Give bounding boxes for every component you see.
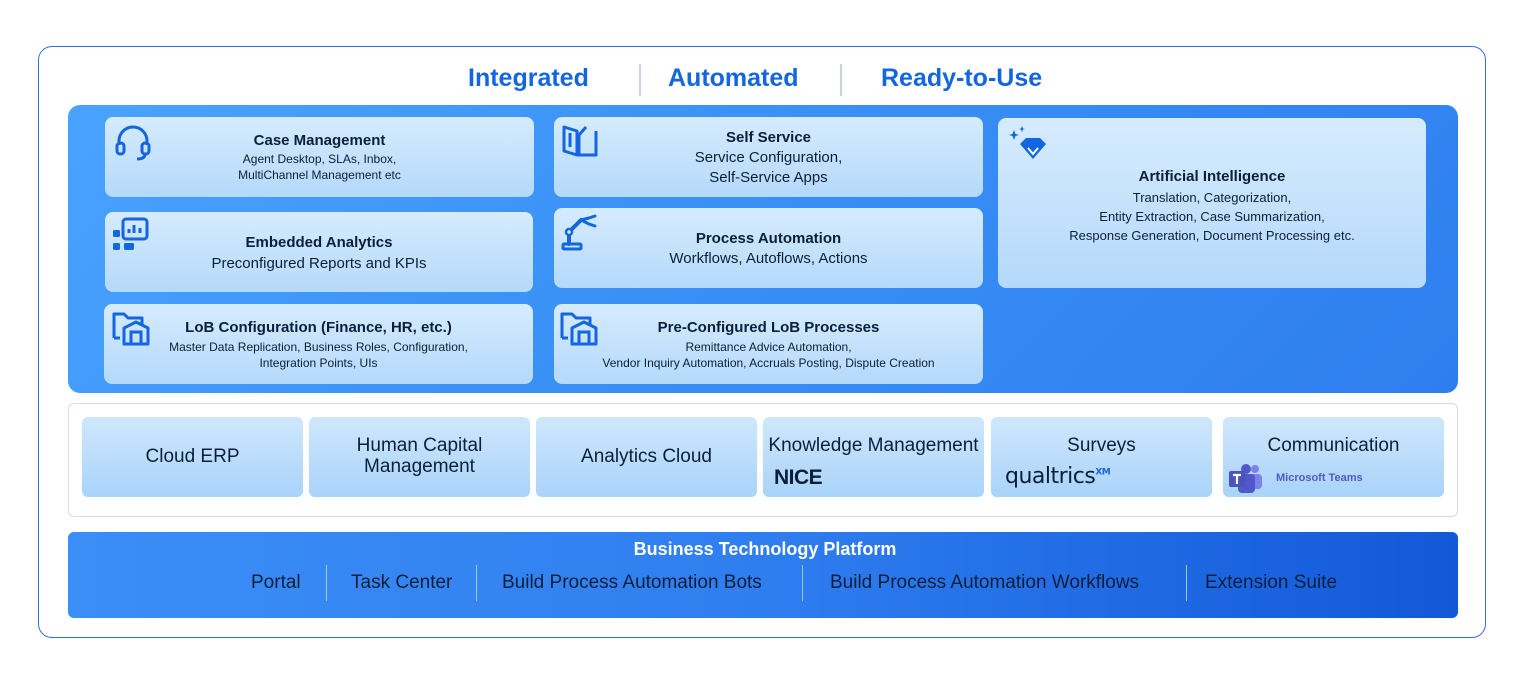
btp-divider (1186, 565, 1187, 601)
btp-item-portal[interactable]: Portal (251, 572, 301, 593)
header: Integrated Automated Ready-to-Use (0, 64, 1530, 100)
card-subtitle: Vendor Inquiry Automation, Accruals Post… (602, 356, 935, 370)
btp-item-task-center[interactable]: Task Center (351, 572, 453, 593)
microsoft-teams-icon (1229, 464, 1262, 493)
btp-divider (476, 565, 477, 601)
tile-communication[interactable]: Communication Microsoft Teams (1223, 417, 1444, 497)
card-lob-processes[interactable]: Pre-Configured LoB Processes Remittance … (554, 304, 983, 384)
tile-label: Cloud ERP (145, 446, 240, 467)
btp-divider (802, 565, 803, 601)
tile-human-capital-management[interactable]: Human Capital Management (309, 417, 530, 497)
microsoft-teams-label: Microsoft Teams (1276, 472, 1363, 484)
card-subtitle: Integration Points, UIs (259, 356, 378, 370)
btp-title: Business Technology Platform (633, 539, 897, 559)
tile-cloud-erp[interactable]: Cloud ERP (82, 417, 303, 497)
btp-panel (68, 532, 1458, 618)
sparkle-gem-icon (1009, 126, 1046, 159)
card-embedded-analytics[interactable]: Embedded Analytics Preconfigured Reports… (105, 212, 533, 292)
card-case-management[interactable]: Case Management Agent Desktop, SLAs, Inb… (105, 117, 534, 197)
tile-label: Management (364, 456, 475, 477)
header-divider (840, 64, 842, 96)
btp-item-workflows[interactable]: Build Process Automation Workflows (830, 572, 1140, 593)
card-subtitle: Workflows, Autoflows, Actions (669, 250, 868, 267)
tile-label: Analytics Cloud (581, 446, 712, 467)
tile-label: Surveys (1067, 435, 1136, 456)
tile-surveys[interactable]: Surveys qualtricsXM (991, 417, 1212, 497)
tile-knowledge-management[interactable]: Knowledge Management NICE (763, 417, 984, 497)
card-subtitle: Translation, Categorization, (1132, 190, 1292, 205)
header-automated: Automated (668, 64, 799, 92)
btp-item-extension-suite[interactable]: Extension Suite (1205, 572, 1338, 593)
card-title: Pre-Configured LoB Processes (657, 319, 880, 336)
qualtrics-logo: qualtricsXM (1005, 464, 1111, 489)
header-integrated: Integrated (468, 64, 589, 92)
tile-label: Human Capital (356, 435, 483, 456)
header-divider (639, 64, 641, 96)
nice-logo: NICE (774, 466, 823, 489)
qualtrics-logo-text: qualtrics (1005, 464, 1096, 489)
card-title: Artificial Intelligence (1138, 168, 1286, 185)
book-icon (562, 125, 598, 157)
card-subtitle: Response Generation, Document Processing… (1069, 228, 1355, 243)
btp-divider (326, 565, 327, 601)
card-subtitle: Master Data Replication, Business Roles,… (169, 340, 468, 354)
header-ready-to-use: Ready-to-Use (881, 64, 1043, 92)
card-subtitle: Agent Desktop, SLAs, Inbox, (242, 152, 397, 166)
card-title: LoB Configuration (Finance, HR, etc.) (185, 319, 452, 336)
card-subtitle: Service Configuration, (694, 149, 843, 166)
card-title: Case Management (253, 132, 386, 149)
folder-icon (560, 312, 598, 346)
card-subtitle: Entity Extraction, Case Summarization, (1099, 209, 1325, 224)
card-subtitle: Self-Service Apps (709, 169, 828, 186)
card-self-service[interactable]: Self Service Service Configuration, Self… (554, 117, 983, 197)
tile-analytics-cloud[interactable]: Analytics Cloud (536, 417, 757, 497)
headset-icon (115, 125, 151, 161)
card-title: Self Service (725, 129, 812, 146)
card-title: Embedded Analytics (245, 234, 393, 251)
folder-icon (112, 312, 150, 346)
outer-frame (38, 46, 1486, 638)
qualtrics-xm-mark: XM (1095, 467, 1111, 478)
tile-label: Communication (1267, 435, 1400, 456)
dashboard-icon (113, 217, 149, 250)
btp-item-bots[interactable]: Build Process Automation Bots (502, 572, 762, 593)
card-subtitle: Remittance Advice Automation, (685, 340, 852, 354)
card-artificial-intelligence[interactable]: Artificial Intelligence Translation, Cat… (998, 118, 1426, 288)
tile-label: Knowledge Management (768, 435, 979, 456)
card-lob-configuration[interactable]: LoB Configuration (Finance, HR, etc.) Ma… (104, 304, 533, 384)
robot-arm-icon (561, 214, 597, 251)
card-subtitle: MultiChannel Management etc (238, 168, 401, 182)
card-subtitle: Preconfigured Reports and KPIs (211, 255, 427, 272)
card-process-automation[interactable]: Process Automation Workflows, Autoflows,… (554, 208, 983, 288)
card-title: Process Automation (695, 230, 842, 247)
